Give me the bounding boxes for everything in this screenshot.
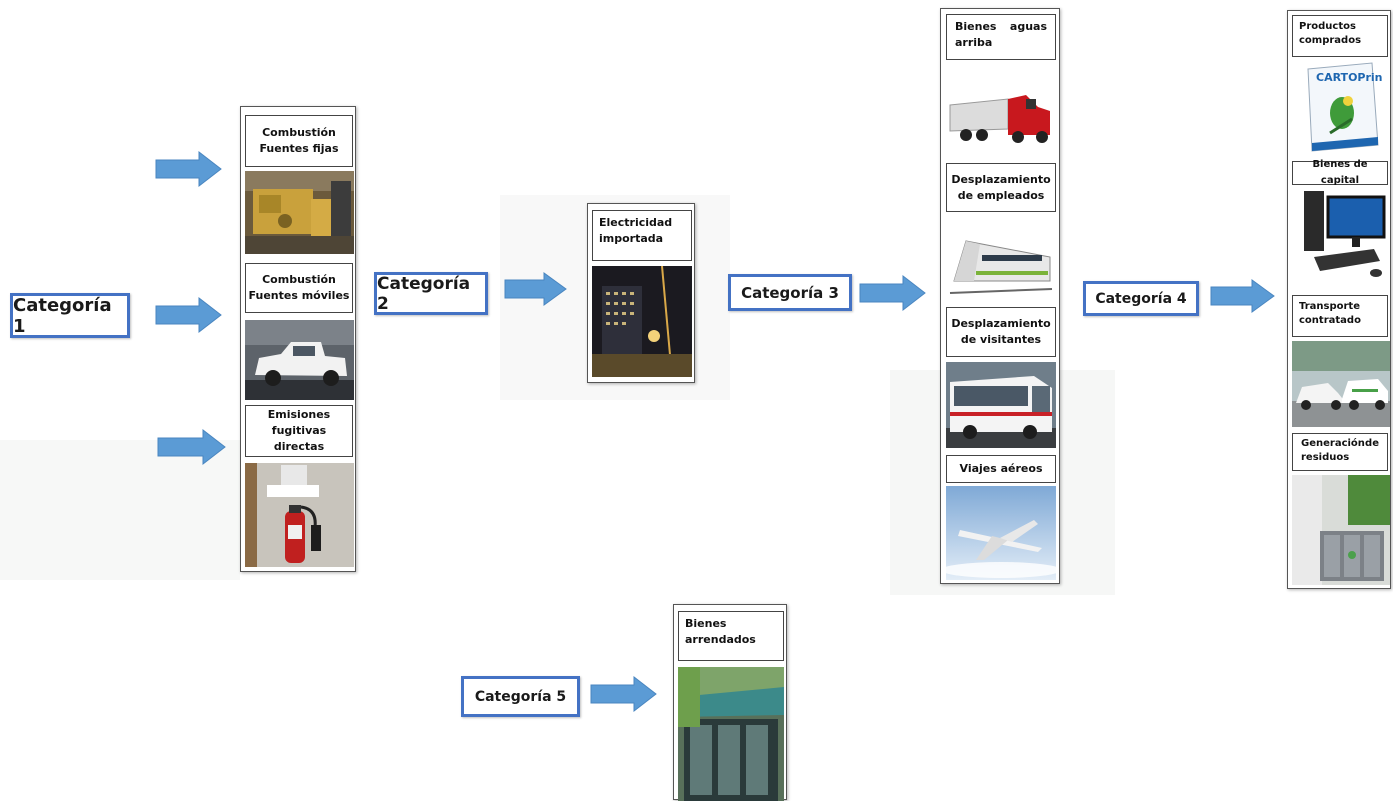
generator-image <box>245 171 354 254</box>
leased-building-image <box>678 667 784 801</box>
bus-image <box>946 362 1056 448</box>
cartoprint-box-image: CARTOPrint <box>1302 59 1382 155</box>
cars-parking-image <box>1292 341 1390 427</box>
waste-generation-word-3: residuos <box>1301 452 1350 463</box>
airplane-image <box>946 486 1056 580</box>
category-5-label: Categoría 5 <box>461 676 580 717</box>
category-1-panel: Combustión Fuentes fijas Combustión Fuen… <box>240 106 356 572</box>
combustion-mobile-sources-label: Combustión Fuentes móviles <box>245 263 353 313</box>
leased-assets-label: Bienes arrendados <box>678 611 784 661</box>
visitor-commuting-label: Desplazamiento de visitantes <box>946 307 1056 357</box>
combustion-fixed-sources-label: Combustión Fuentes fijas <box>245 115 353 167</box>
arrow-right-icon <box>157 428 227 466</box>
truck-image <box>946 65 1056 157</box>
capital-goods-label: Bienes de capital <box>1292 159 1388 186</box>
arrow-right-icon <box>1210 278 1276 314</box>
air-travel-label: Viajes aéreos <box>946 455 1056 483</box>
recycling-bins-image <box>1292 475 1390 585</box>
arrow-right-icon <box>859 274 927 312</box>
waste-generation-word-2: de <box>1365 438 1379 449</box>
cartoprint-brand-text: CARTOPrint <box>1316 71 1382 84</box>
purchased-products-label: Productos comprados <box>1292 15 1388 57</box>
waste-generation-word-1: Generación <box>1301 438 1365 449</box>
direct-fugitive-emissions-label: Emisiones fugitivas directas <box>245 405 353 457</box>
category-3-panel: Bienes aguas arriba Desplazamiento de emp… <box>940 8 1060 584</box>
upstream-goods-label: Bienes aguas arriba <box>946 14 1056 60</box>
desktop-computer-image <box>1294 187 1388 287</box>
category-2-label: Categoría 2 <box>374 272 488 315</box>
bg-patch-left <box>0 440 240 580</box>
upstream-goods-word-1: Bienes <box>955 20 997 33</box>
building-night-image <box>592 266 692 377</box>
upstream-goods-word-3: arriba <box>955 36 993 49</box>
contracted-transport-label: Transporte contratado <box>1292 295 1388 337</box>
category-2-panel: Electricidad importada <box>587 203 695 383</box>
category-4-label: Categoría 4 <box>1083 281 1199 316</box>
arrow-right-icon <box>155 150 223 188</box>
fire-extinguisher-image <box>245 463 354 567</box>
category-4-panel: Productos comprados CARTOPrint Bienes de… <box>1287 10 1391 589</box>
upstream-goods-word-2: aguas <box>1009 20 1047 33</box>
imported-electricity-label: Electricidad importada <box>592 210 692 261</box>
arrow-right-icon <box>590 675 658 713</box>
arrow-right-icon <box>155 296 223 334</box>
metro-train-image <box>946 219 1056 303</box>
category-1-label: Categoría 1 <box>10 293 130 338</box>
pickup-truck-image <box>245 320 354 400</box>
category-3-label: Categoría 3 <box>728 274 852 311</box>
arrow-right-icon <box>504 271 568 307</box>
employee-commuting-label: Desplazamiento de empleados <box>946 163 1056 212</box>
category-5-panel: Bienes arrendados <box>673 604 787 801</box>
